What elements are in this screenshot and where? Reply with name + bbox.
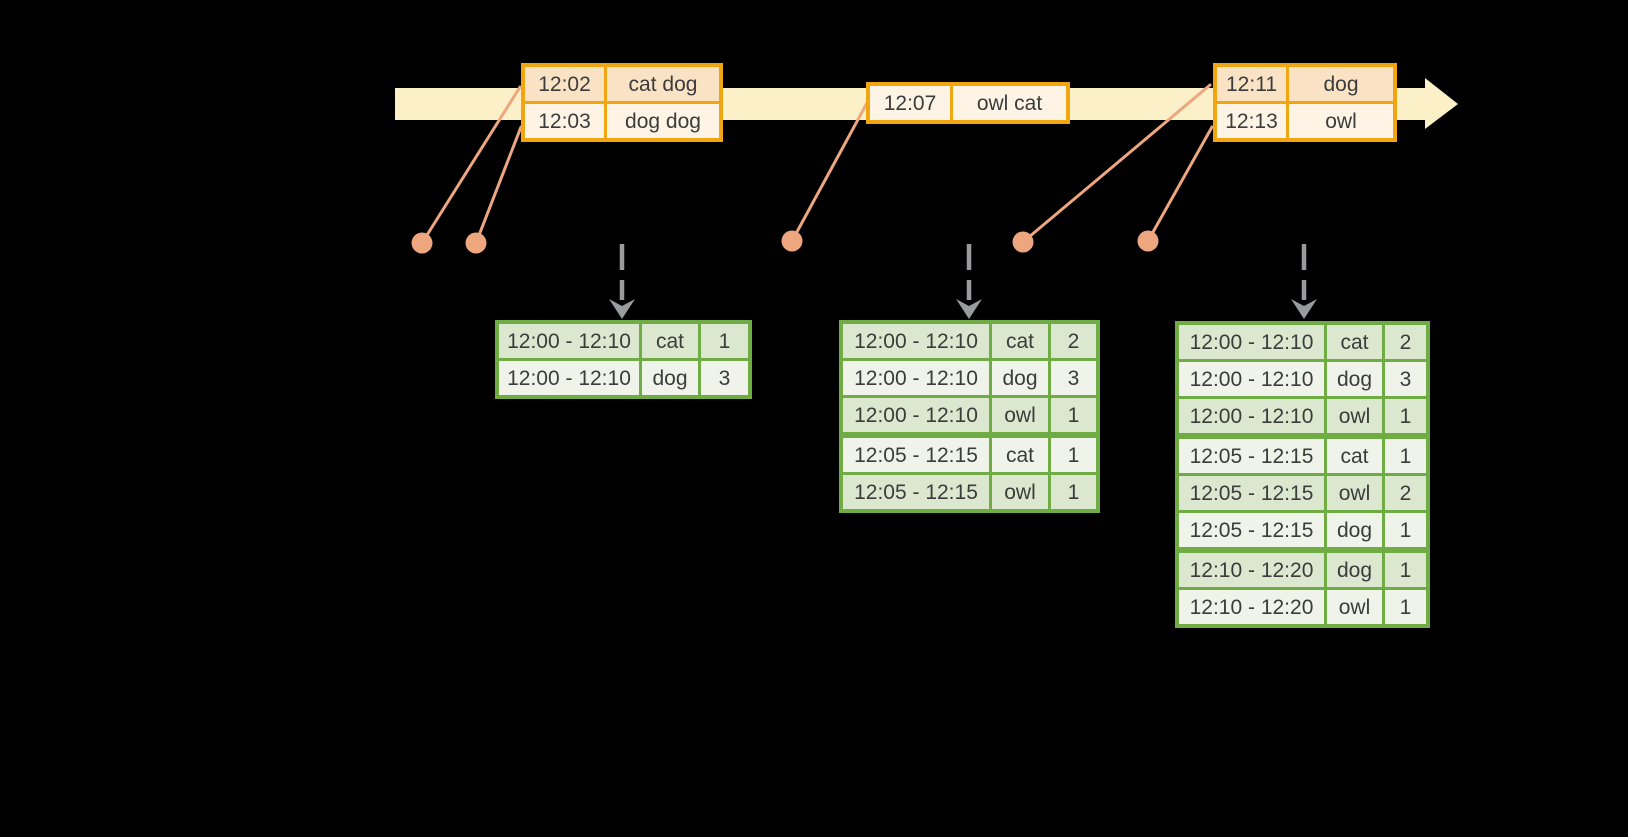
event-dot-4	[1012, 231, 1034, 253]
window-cell: 12:00 - 12:10	[495, 320, 642, 361]
word-cell: dog	[1324, 547, 1385, 590]
count-cell: 2	[1382, 473, 1430, 513]
word-cell: cat	[989, 432, 1051, 475]
window-cell: 12:00 - 12:10	[1175, 359, 1327, 399]
word-cell: dog	[1324, 359, 1385, 399]
event-time-cell: 12:02	[521, 63, 607, 104]
word-cell: dog	[1324, 510, 1385, 552]
event-time-cell: 12:03	[521, 101, 607, 142]
event-time-cell: 12:13	[1213, 101, 1289, 142]
trigger-arrow-1	[609, 244, 635, 319]
event-connector-line-3	[790, 101, 869, 243]
event-words-cell: dog dog	[604, 101, 723, 142]
count-cell: 1	[698, 320, 752, 361]
word-cell: cat	[989, 320, 1051, 361]
event-connector-line-2	[474, 125, 523, 245]
event-connector-line-4	[1021, 83, 1212, 244]
count-cell: 2	[1382, 321, 1430, 362]
event-connector-line-1	[420, 85, 522, 245]
word-cell: dog	[639, 358, 701, 399]
window-cell: 12:00 - 12:10	[1175, 396, 1327, 438]
event-dot-5	[1137, 230, 1159, 252]
trigger-arrowhead-icon	[956, 299, 982, 319]
window-cell: 12:05 - 12:15	[1175, 473, 1327, 513]
trigger-arrowhead-icon	[1291, 299, 1317, 319]
trigger-arrow-3	[1291, 244, 1317, 319]
count-cell: 1	[1048, 395, 1100, 437]
event-time-cell: 12:11	[1213, 63, 1289, 104]
event-words-cell: dog	[1286, 63, 1397, 104]
count-cell: 3	[1048, 358, 1100, 398]
word-cell: cat	[1324, 321, 1385, 362]
count-cell: 1	[1048, 432, 1100, 475]
count-cell: 3	[698, 358, 752, 399]
event-words-cell: cat dog	[604, 63, 723, 104]
word-cell: owl	[1324, 473, 1385, 513]
count-cell: 1	[1382, 433, 1430, 476]
count-cell: 1	[1382, 510, 1430, 552]
word-cell: owl	[989, 472, 1051, 513]
event-time-axis-arrowhead-icon	[1425, 78, 1458, 129]
window-cell: 12:10 - 12:20	[1175, 587, 1327, 628]
trigger-arrow-2	[956, 244, 982, 319]
event-time-cell: 12:07	[866, 82, 953, 124]
window-cell: 12:05 - 12:15	[1175, 510, 1327, 552]
count-cell: 1	[1048, 472, 1100, 513]
trigger-arrowhead-icon	[609, 299, 635, 319]
word-cell: owl	[989, 395, 1051, 437]
window-cell: 12:00 - 12:10	[1175, 321, 1327, 362]
count-cell: 2	[1048, 320, 1100, 361]
count-cell: 3	[1382, 359, 1430, 399]
event-words-cell: owl cat	[950, 82, 1070, 124]
event-dot-3	[781, 230, 803, 252]
event-dot-2	[465, 232, 487, 254]
event-words-cell: owl	[1286, 101, 1397, 142]
window-cell: 12:05 - 12:15	[1175, 433, 1327, 476]
window-cell: 12:05 - 12:15	[839, 472, 992, 513]
window-cell: 12:00 - 12:10	[839, 395, 992, 437]
count-cell: 1	[1382, 547, 1430, 590]
word-cell: cat	[1324, 433, 1385, 476]
word-cell: dog	[989, 358, 1051, 398]
window-cell: 12:10 - 12:20	[1175, 547, 1327, 590]
word-cell: owl	[1324, 396, 1385, 438]
count-cell: 1	[1382, 587, 1430, 628]
window-cell: 12:00 - 12:10	[839, 320, 992, 361]
window-cell: 12:00 - 12:10	[495, 358, 642, 399]
word-cell: owl	[1324, 587, 1385, 628]
window-cell: 12:05 - 12:15	[839, 432, 992, 475]
event-connector-line-5	[1146, 125, 1214, 243]
window-cell: 12:00 - 12:10	[839, 358, 992, 398]
word-cell: cat	[639, 320, 701, 361]
count-cell: 1	[1382, 396, 1430, 438]
event-dot-1	[411, 232, 433, 254]
